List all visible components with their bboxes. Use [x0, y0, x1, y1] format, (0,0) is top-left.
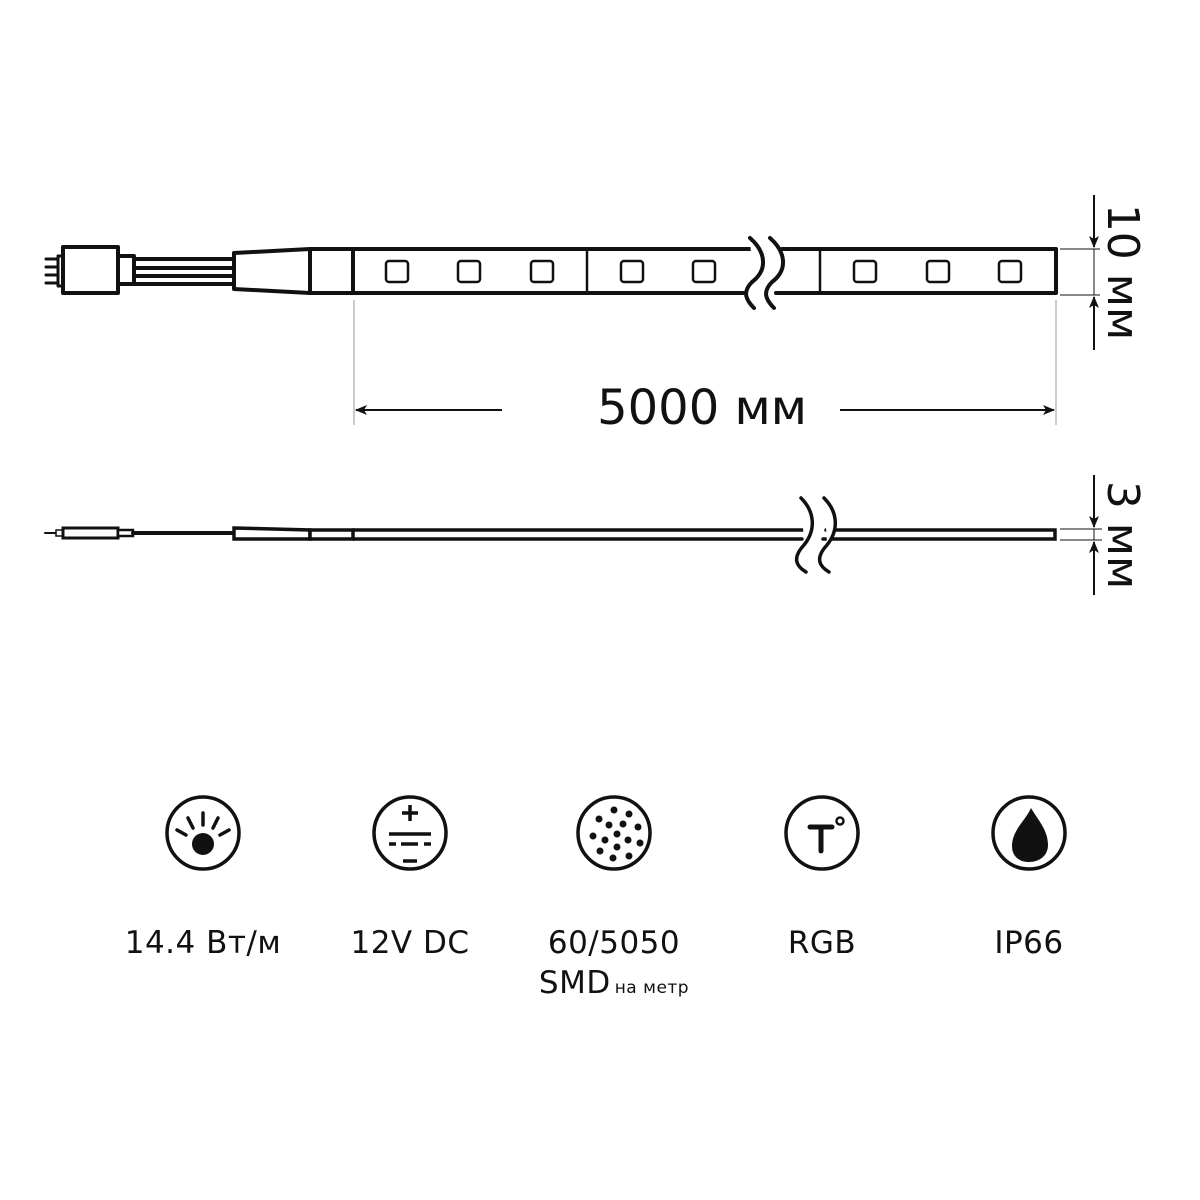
led-chips: [384, 259, 1023, 284]
connector-pins: [44, 254, 65, 288]
spec-ip-rating: IP66: [929, 922, 1129, 964]
thickness-dimension: [1060, 475, 1102, 595]
spec-ip-rating-label: IP66: [994, 925, 1064, 961]
spec-per-meter: на метр: [614, 978, 690, 998]
length-dimension: [353, 300, 1057, 425]
width-dimension: [1060, 195, 1100, 350]
end-cap-sleeve: [308, 247, 355, 295]
power-brightness-icon: [165, 795, 241, 871]
break-mark: [744, 236, 765, 310]
length-label: 5000 мм: [597, 380, 807, 436]
connector-body: [61, 245, 120, 295]
water-drop-icon: [991, 795, 1067, 871]
end-cap: [232, 247, 312, 295]
led-density-icon: [576, 795, 652, 871]
spec-led-type: SMD: [538, 965, 611, 1001]
top-view: [44, 236, 1058, 310]
dc-voltage-icon: [372, 795, 448, 871]
side-view: [44, 496, 1057, 574]
side-break-mark: [794, 496, 814, 574]
spec-voltage: 12V DC: [310, 922, 510, 964]
width-label: 10 мм: [1097, 204, 1148, 340]
wires: [132, 257, 236, 286]
spec-power: 14.4 Вт/м: [103, 922, 303, 964]
color-temperature-icon: [784, 795, 860, 871]
spec-led-density-label: 60/5050: [547, 925, 681, 961]
connector-collar: [116, 254, 136, 286]
spec-voltage-label: 12V DC: [350, 925, 470, 961]
spec-color: RGB: [722, 922, 922, 964]
thickness-label: 3 мм: [1097, 481, 1148, 589]
spec-power-label: 14.4 Вт/м: [124, 925, 282, 961]
side-connector: [61, 526, 120, 540]
spec-color-label: RGB: [787, 925, 857, 961]
